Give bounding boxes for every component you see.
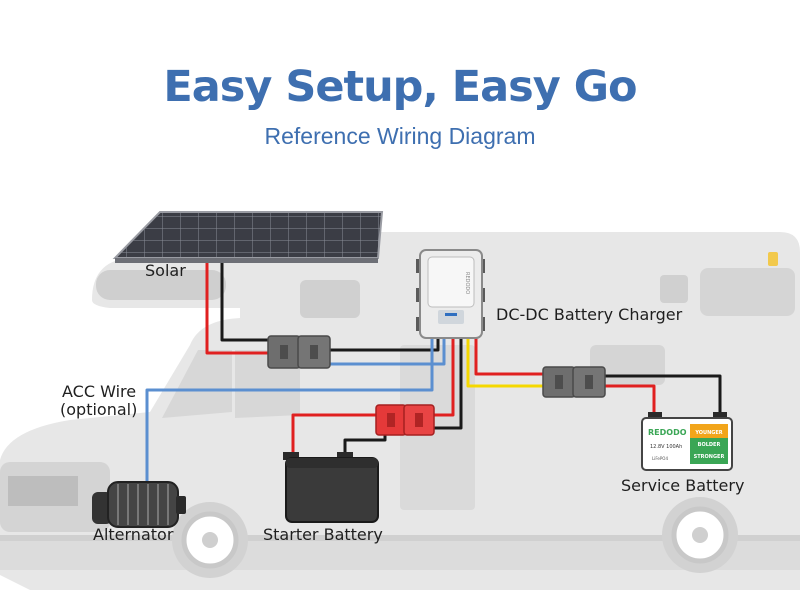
starter-battery-device	[283, 452, 379, 523]
output-red-wire	[474, 336, 545, 376]
dc-dc-charger-device: REDODO	[416, 249, 485, 339]
solar-in-blue-wire	[328, 336, 446, 366]
wires	[145, 258, 722, 482]
battery-slogan-3: STRONGER	[694, 454, 725, 460]
acc-wire-label: ACC Wire	[62, 382, 137, 401]
starter-red-wire	[291, 413, 378, 458]
output-yellow-wire	[466, 336, 545, 388]
battery-brand-text: REDODO	[648, 428, 687, 437]
solar-panel	[112, 211, 384, 263]
solar-in-black-wire	[328, 336, 440, 352]
page-subtitle: Reference Wiring Diagram	[264, 123, 536, 149]
alternator-device	[92, 481, 186, 528]
page-title: Easy Setup, Easy Go	[163, 62, 637, 112]
service-connector	[542, 366, 606, 398]
acc-wire-optional-label: (optional)	[60, 400, 138, 419]
acc-blue-wire	[145, 336, 434, 482]
battery-chem-text: LiFePO4	[652, 456, 668, 461]
rear-wheel	[662, 497, 738, 573]
battery-slogan-1: YOUNGER	[694, 430, 722, 436]
solar-red-wire	[205, 258, 270, 355]
starter-in-red-wire	[434, 336, 455, 417]
solar-label: Solar	[145, 261, 186, 280]
starter-in-black-wire	[434, 336, 463, 430]
starter-battery-label: Starter Battery	[263, 525, 383, 544]
solar-connector	[267, 335, 331, 369]
starter-connector	[375, 404, 435, 436]
service-battery-label: Service Battery	[621, 476, 745, 495]
service-black-wire	[603, 374, 722, 418]
charger-label: DC-DC Battery Charger	[496, 305, 683, 324]
battery-slogan-2: BOLDER	[698, 442, 721, 448]
service-battery-device: REDODO 12.8V 100Ah LiFePO4 YOUNGER BOLDE…	[641, 412, 733, 471]
front-wheel	[172, 502, 248, 578]
service-red-wire	[603, 384, 656, 418]
battery-spec-text: 12.8V 100Ah	[650, 444, 682, 450]
alternator-label: Alternator	[93, 525, 174, 544]
charger-brand-text: REDODO	[464, 272, 470, 294]
solar-black-wire	[220, 258, 270, 342]
